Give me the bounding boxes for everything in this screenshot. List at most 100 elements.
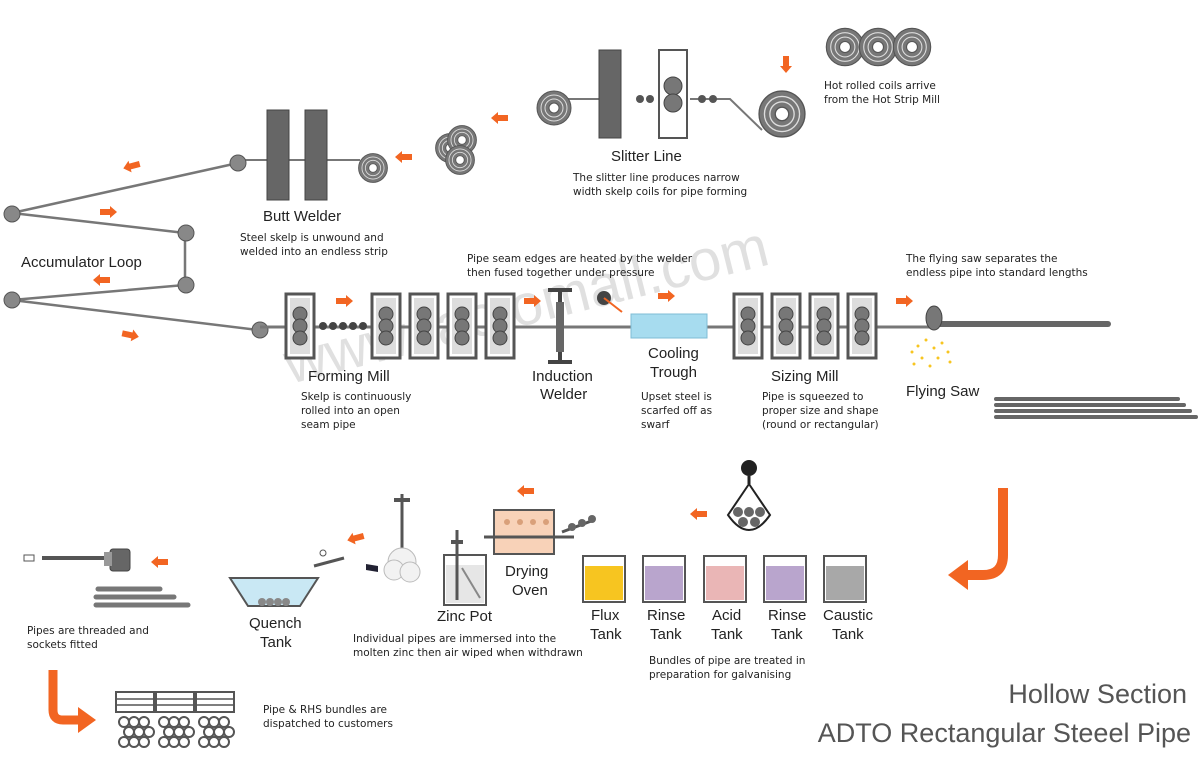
cooling-label: Trough [650,364,697,381]
bundles-note: Bundles of pipe are treated in [649,655,805,667]
roller-stand-icon [284,292,316,360]
skelp-coils [435,125,477,175]
threading-machine [23,548,131,572]
hot-rolled-coils [780,27,932,73]
tank-label: Tank [832,626,864,643]
dispatch-note: Pipe & RHS bundles are [263,704,387,716]
seam-note: Pipe seam edges are heated by the welder [467,253,693,265]
coil-icon [358,153,388,183]
slitter-line [536,49,806,139]
upset-note: swarf [641,419,670,431]
arrow-icon [345,530,366,547]
tank-label: Caustic [823,607,874,624]
tank-label: Rinse [647,607,685,624]
sizing-note: proper size and shape [762,405,878,417]
quench-label: Tank [260,634,292,651]
hot-rolled-note: Hot rolled coils arrive [824,80,936,92]
forming-note: seam pipe [301,419,356,431]
cut-pipes [994,397,1198,419]
hot-rolled-note: from the Hot Strip Mill [824,94,940,106]
treatment-tanks [582,555,867,603]
butt-welder-label: Butt Welder [263,208,341,225]
tank-label: Tank [590,626,622,643]
arrow-icon [780,56,792,73]
induction-welder [548,288,623,364]
arrow-icon [896,295,913,307]
arrow-icon [517,485,534,497]
flying-saw-note: The flying saw separates the [905,253,1058,265]
cooling-trough [630,313,708,339]
zinc-note: molten zinc then air wiped when withdraw… [353,647,583,659]
threaded-note: sockets fitted [27,639,98,651]
flying-saw-label: Flying Saw [906,383,980,400]
slitter-note: width skelp coils for pipe forming [573,186,747,198]
seam-note: then fused together under pressure [467,267,655,279]
upset-note: Upset steel is [641,391,712,403]
slitter-note: The slitter line produces narrow [572,172,740,184]
arrow-icon [395,151,412,163]
bundles-note: preparation for galvanising [649,669,791,681]
arrow-icon [48,670,80,725]
flying-saw-note: endless pipe into standard lengths [906,267,1088,279]
coil-icon [758,90,806,138]
tank-label: Flux [591,607,620,624]
arrow-icon [965,488,1008,580]
zinc-pot-label: Zinc Pot [437,608,493,625]
brand-title: Hollow Section [1008,679,1187,709]
forming-note: rolled into an open [301,405,400,417]
drying-oven [484,509,596,555]
drying-oven-label: Drying [505,563,548,580]
butt-welder-note: Steel skelp is unwound and [240,232,384,244]
forming-mill-label: Forming Mill [308,368,390,385]
arrow-icon [100,206,117,218]
arrow-icon [78,707,96,733]
slitter-knife [598,49,622,139]
accumulator-loop [3,154,269,339]
sizing-mill-label: Sizing Mill [771,368,839,385]
flying-saw [925,305,943,331]
tank-label: Tank [711,626,743,643]
arrow-icon [491,112,508,124]
air-wipe [366,494,421,583]
forming-mill [284,292,516,360]
accumulator-label: Accumulator Loop [21,254,142,271]
cooling-label: Cooling [648,345,699,362]
butt-welder-note: welded into an endless strip [240,246,388,258]
arrow-icon [120,327,141,343]
tank-label: Tank [650,626,682,643]
arrow-icon [948,560,968,590]
brand-subtitle: ADTO Rectangular Steeel Pipe [818,718,1191,748]
spark-icon [910,338,952,368]
arrow-icon [690,508,707,520]
upset-note: scarfed off as [641,405,712,417]
drying-oven-label: Oven [512,582,548,599]
tank-label: Acid [712,607,741,624]
arrow-icon [336,295,353,307]
threaded-note: Pipes are threaded and [27,625,149,637]
slitter-label: Slitter Line [611,148,682,165]
sizing-note: Pipe is squeezed to [762,391,863,403]
tank-label: Tank [771,626,803,643]
induction-label: Welder [540,386,587,403]
dispatch-note: dispatched to customers [263,718,393,730]
coil-icon [536,90,572,126]
arrow-icon [93,274,110,286]
roller-stand-icon [732,292,764,360]
pipe-bundle-icon [115,691,235,748]
sizing-note: (round or rectangular) [762,419,879,431]
zinc-note: Individual pipes are immersed into the [353,633,556,645]
zinc-pot [443,530,487,606]
hook-icon [726,460,772,531]
quench-label: Quench [249,615,302,632]
arrow-icon [151,556,168,568]
coil-icon [825,27,932,67]
induction-label: Induction [532,368,593,385]
quench-tank [228,549,345,607]
butt-welder [240,109,360,201]
arrow-icon [121,158,142,175]
forming-note: Skelp is continuously [301,391,411,403]
tank-label: Rinse [768,607,806,624]
threaded-pipes [93,586,191,608]
